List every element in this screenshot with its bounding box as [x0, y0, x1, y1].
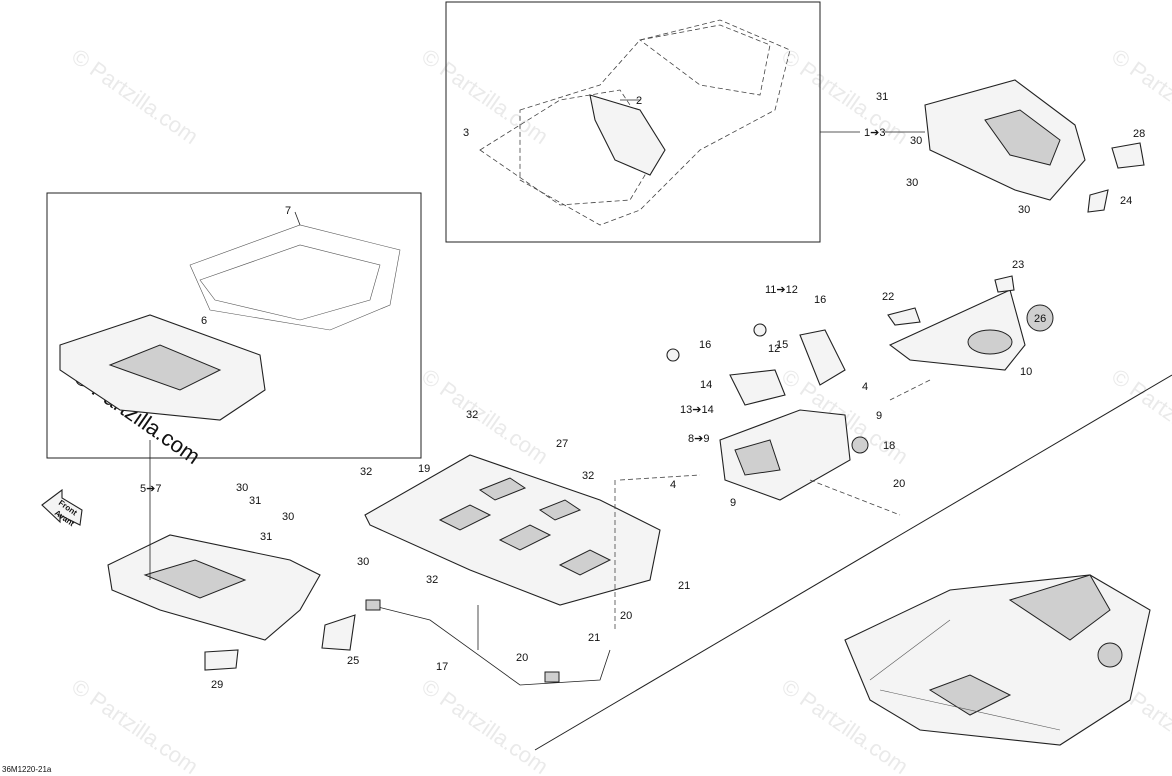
- callout-label: 23: [1012, 259, 1024, 271]
- callout-label: 5➔7: [140, 483, 161, 495]
- callout-label: 21: [678, 580, 690, 592]
- callout-label: 29: [211, 679, 223, 691]
- callout-label: 1➔3: [864, 127, 885, 139]
- callout-label: 30: [906, 177, 918, 189]
- callout-label: 25: [347, 655, 359, 667]
- watermark: © Partzilla.com: [67, 44, 203, 150]
- callout-label: 22: [882, 291, 894, 303]
- callout-label: 7: [285, 205, 291, 217]
- callout-label: 11➔12: [765, 284, 798, 296]
- assembled-view-drawing: [844, 574, 1151, 746]
- callout-label: 32: [466, 409, 478, 421]
- callout-label: 20: [516, 652, 528, 664]
- part-5-front-plate-drawing: [107, 440, 356, 671]
- callout-label: 9: [730, 497, 736, 509]
- callout-label: 9: [876, 410, 882, 422]
- callout-label: 32: [426, 574, 438, 586]
- part-10-cover-drawing: [887, 275, 1054, 401]
- part-28-drawing: [1111, 142, 1145, 169]
- callout-label: 31: [260, 531, 272, 543]
- callout-label: 16: [814, 294, 826, 306]
- watermark: © Partzilla.com: [1107, 364, 1172, 470]
- divider-line: [534, 374, 1172, 751]
- callout-labels: 1➔3 2 3 4 4 5➔7 6 7 8➔9 9 9 10 11➔12 12 …: [140, 91, 1145, 691]
- watermark: © Partzilla.com: [417, 674, 553, 776]
- watermark: © Partzilla.com: [417, 364, 553, 470]
- callout-label: 30: [1018, 204, 1030, 216]
- callout-label: 6: [201, 315, 207, 327]
- callout-label: 32: [360, 466, 372, 478]
- callout-label: 4: [670, 479, 676, 491]
- callout-label: 30: [910, 135, 922, 147]
- callout-label: 28: [1133, 128, 1145, 140]
- callout-label: 21: [588, 632, 600, 644]
- callout-label: 15: [776, 339, 788, 351]
- part-19-skid-plate-drawing: [364, 454, 661, 630]
- callout-label: 16: [699, 339, 711, 351]
- front-arrow-icon: Front Avant: [41, 488, 83, 528]
- callout-label: 31: [876, 91, 888, 103]
- callout-label: 30: [357, 556, 369, 568]
- callout-label: 24: [1120, 195, 1132, 207]
- watermark: © Partzilla.com: [777, 44, 913, 150]
- callout-label: 27: [556, 438, 568, 450]
- callout-label: 3: [463, 127, 469, 139]
- part-17-harness-drawing: [365, 599, 611, 686]
- callout-label: 4: [862, 381, 868, 393]
- inset-left-skid-drawing: [59, 211, 401, 421]
- callout-label: 30: [282, 511, 294, 523]
- part-24-drawing: [1087, 189, 1109, 213]
- callout-label: 17: [436, 661, 448, 673]
- callout-label: 2: [636, 95, 642, 107]
- callout-label: 31: [249, 495, 261, 507]
- callout-label: 18: [883, 440, 895, 452]
- part-8-housing-drawing: [619, 323, 901, 516]
- callout-label: 12: [768, 343, 780, 355]
- callout-label: 32: [582, 470, 594, 482]
- callout-label: 8➔9: [688, 433, 709, 445]
- callout-label: 10: [1020, 366, 1032, 378]
- watermark: © Partzilla.com: [417, 44, 553, 150]
- callout-label: 14: [700, 379, 712, 391]
- inset-box-top: [445, 1, 821, 243]
- diagram-code: 36M1220-21a: [2, 765, 52, 774]
- callout-label: 20: [620, 610, 632, 622]
- inset-top-frame-drawing: [479, 19, 791, 226]
- callout-label: 30: [236, 482, 248, 494]
- watermark: © Partzilla.com: [67, 674, 203, 776]
- callout-label: 19: [418, 463, 430, 475]
- callout-label: 13➔14: [680, 404, 714, 416]
- callout-label: 20: [893, 478, 905, 490]
- part-1-bracket-drawing: [820, 79, 1086, 201]
- inset-box-left: [46, 192, 422, 459]
- callout-label: 26: [1034, 313, 1046, 325]
